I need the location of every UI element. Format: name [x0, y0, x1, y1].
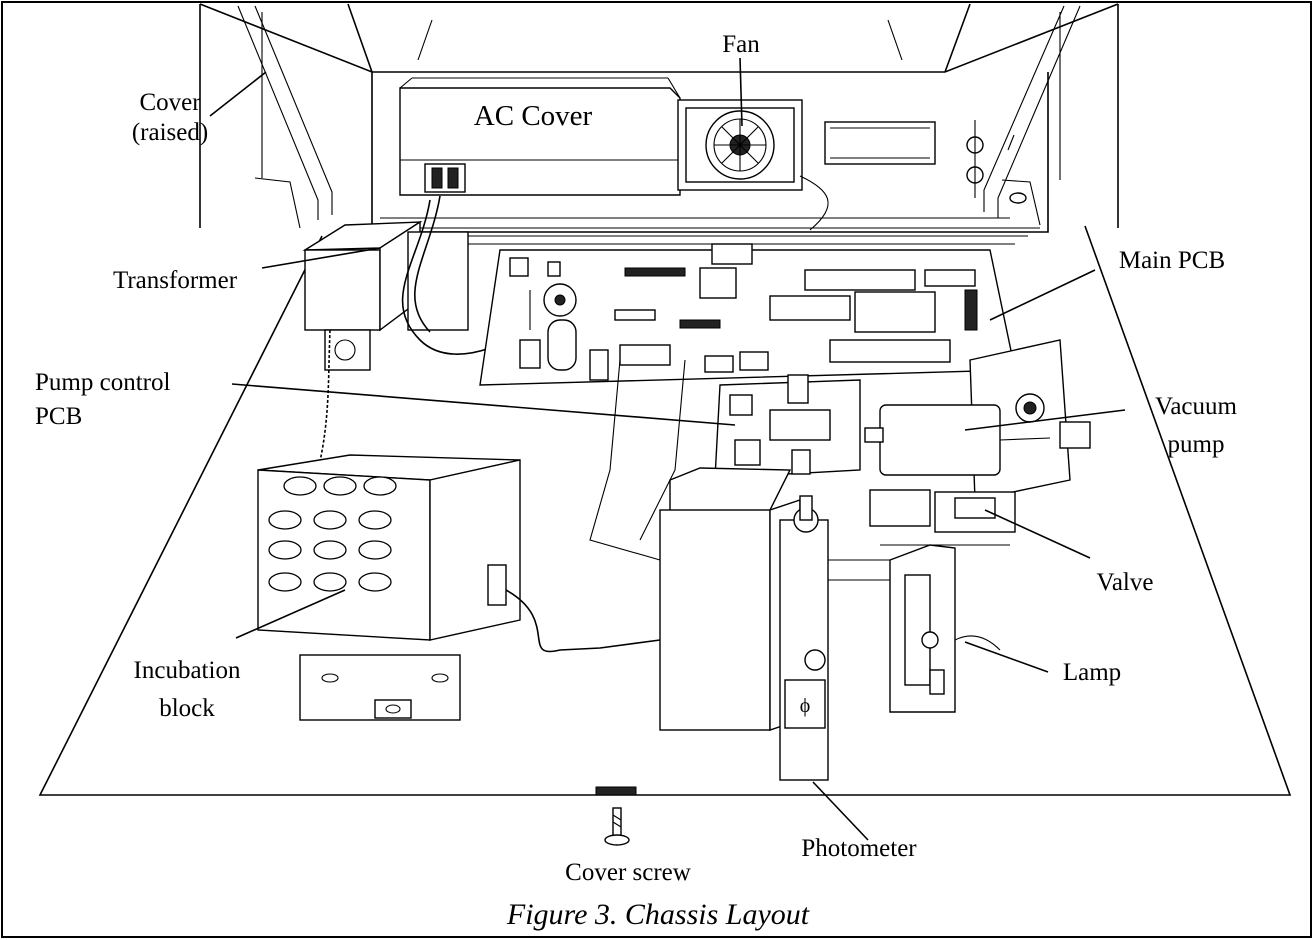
cover-screw-label: Cover screw	[565, 859, 691, 886]
lamp-label: Lamp	[1063, 659, 1121, 686]
raised-cover	[199, 3, 1119, 228]
transformer-label: Transformer	[113, 267, 238, 294]
vacuum-pump-label-line1: Vacuum	[1155, 393, 1237, 420]
cover-label-line2: (raised)	[132, 119, 208, 146]
cover-screw-part	[595, 786, 637, 846]
pump-control-label-line2: PCB	[35, 403, 82, 430]
incubation-label-line2: block	[159, 695, 215, 722]
lamp-unit	[889, 544, 1001, 713]
transformer-unit	[302, 195, 491, 471]
top-plate-hardware	[824, 120, 1027, 204]
photometer-symbol: ϕ	[800, 695, 811, 717]
back-plate	[254, 72, 1049, 233]
base-plate	[38, 225, 1292, 796]
cover-label-line1: Cover	[139, 89, 201, 116]
pump-control-pcb	[589, 359, 861, 561]
edge-strip	[375, 227, 1040, 245]
main-pcb-board	[479, 243, 1016, 386]
fan-label: Fan	[722, 31, 760, 58]
vacuum-pump-label-line2: pump	[1168, 431, 1225, 458]
valve-label: Valve	[1097, 569, 1154, 596]
figure-caption: Figure 3. Chassis Layout	[506, 898, 810, 931]
pump-control-label-line1: Pump control	[35, 369, 170, 396]
photometer-unit: ϕ	[659, 467, 900, 781]
incubation-block-unit	[257, 454, 661, 721]
fan-unit	[677, 99, 829, 231]
valve-unit	[869, 489, 1016, 546]
main-pcb-label: Main PCB	[1119, 247, 1225, 274]
ac-cover-label: AC Cover	[474, 100, 593, 132]
vacuum-pump-unit	[864, 339, 1091, 501]
ac-cover-box	[399, 77, 681, 196]
photometer-label: Photometer	[801, 835, 917, 862]
incubation-label-line1: Incubation	[134, 657, 241, 684]
leader-lines	[209, 57, 1126, 841]
